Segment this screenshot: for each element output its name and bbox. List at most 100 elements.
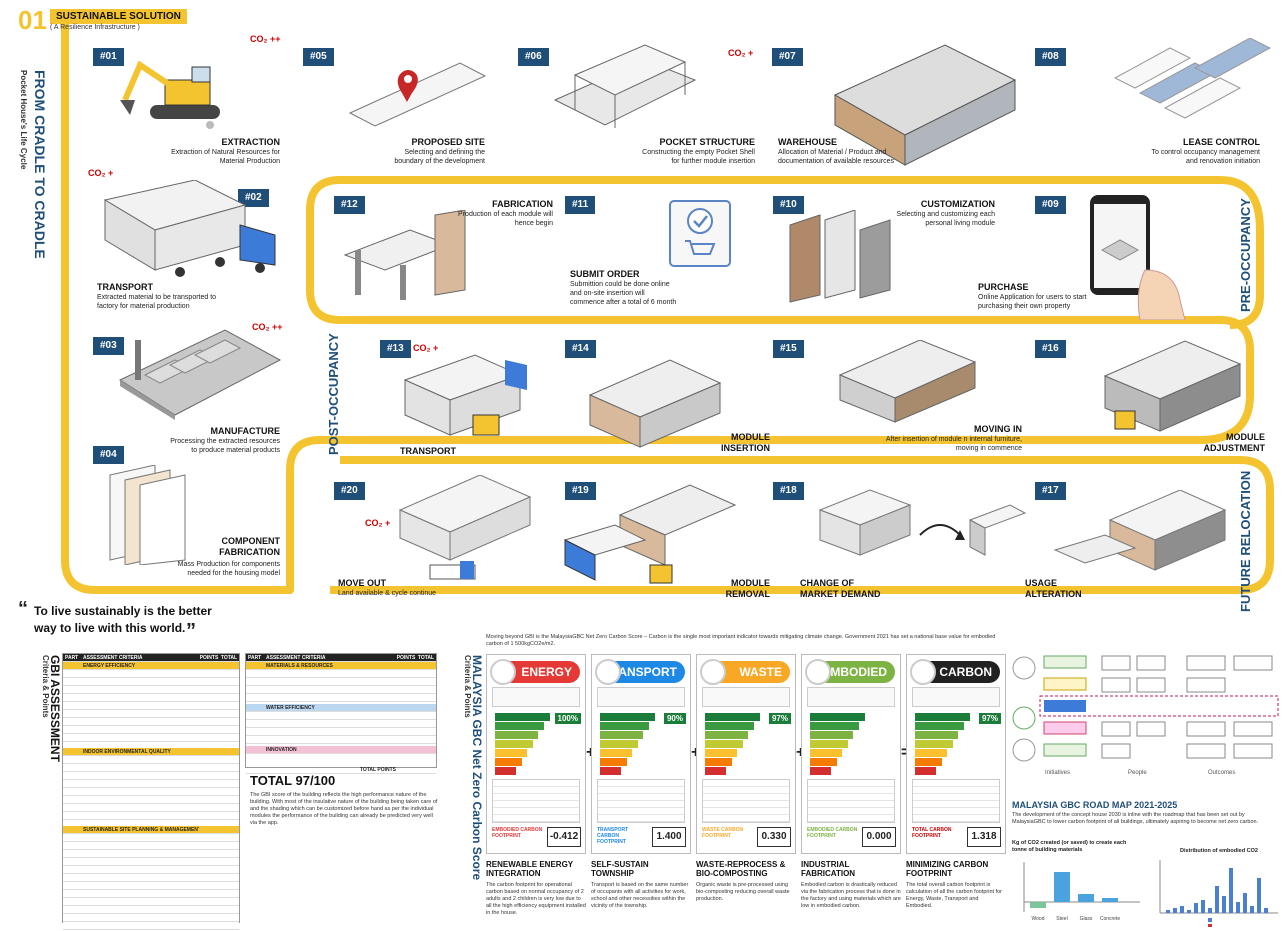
card-desc: The total overall carbon footprint is ca… <box>906 882 1003 909</box>
quote-close: ” <box>186 620 196 642</box>
operator-sign: + <box>586 744 595 762</box>
step-title-10: CUSTOMIZATION <box>920 199 995 209</box>
col-points: POINTS <box>199 654 219 661</box>
step-title-01: EXTRACTION <box>221 137 281 147</box>
panels-illustration <box>109 465 186 565</box>
score-pill-label: WASTE <box>739 665 782 679</box>
step-desc-04: Mass Production for components needed fo… <box>177 561 280 577</box>
chart1-label-concrete: Concrete <box>1100 916 1121 922</box>
quote-open: “ <box>18 598 28 620</box>
rating-bar <box>600 767 621 775</box>
step-number-06: #06 <box>518 48 549 66</box>
gbi-group-ieq: INDOOR ENVIRONMENTAL QUALITY <box>63 748 239 756</box>
step-desc-15: After insertion of module n internal fur… <box>885 436 1022 452</box>
score-card-address <box>492 687 580 707</box>
header-number: 01 <box>18 5 47 35</box>
step-number-18: #18 <box>773 482 804 500</box>
gbi-group-water: WATER EFFICIENCY <box>246 704 436 712</box>
rating-bar <box>495 722 544 730</box>
operator-sign: + <box>796 744 805 762</box>
gbi-group-energy: ENERGY EFFICIENCY <box>63 662 239 670</box>
rating-bar <box>495 713 550 721</box>
card-title: INDUSTRIAL FABRICATION <box>801 860 856 878</box>
header-title: SUSTAINABLE SOLUTION <box>50 9 187 24</box>
col2-part: PART <box>248 654 262 661</box>
score-pill: ENERGY <box>490 659 580 685</box>
score-pill: WASTE <box>700 659 790 685</box>
step-title-03: MANUFACTURE <box>210 426 281 436</box>
card-desc: Embodied carbon is drastically reduced v… <box>801 882 901 909</box>
step-title-05: PROPOSED SITE <box>411 137 485 147</box>
col2-assessment: ASSESSMENT CRITERIA <box>266 654 326 661</box>
factory-illustration <box>118 329 282 420</box>
score-pill-label: CARBON <box>939 665 992 679</box>
rating-bar <box>810 740 848 748</box>
chart1-title: Kg of CO2 created (or saved) to create e… <box>1012 840 1127 853</box>
operator-sign: = <box>901 744 910 762</box>
gbc-logo-icon <box>805 659 831 685</box>
rating-bar <box>705 758 732 766</box>
rating-bar <box>600 731 644 739</box>
step-desc-03: Processing the extracted resources to pr… <box>170 438 280 454</box>
step-number-19: #19 <box>565 482 596 500</box>
step-number-08: #08 <box>1035 48 1066 66</box>
module-transport-illustration <box>403 354 527 436</box>
col2-total: TOTAL <box>417 654 435 661</box>
rating-bar <box>705 767 726 775</box>
col2-points: POINTS <box>396 654 416 661</box>
gbi-table-1: PART ASSESSMENT CRITERIA POINTS TOTAL EN… <box>62 653 240 930</box>
card-title: MINIMIZING CARBON FOOTPRINT <box>906 860 989 878</box>
step-title-15: MOVING IN <box>973 424 1022 434</box>
roadmap-legend-people: People <box>1128 770 1147 776</box>
excavator-illustration <box>120 60 220 129</box>
co2-indicator-01: CO₂ ++ <box>250 34 281 44</box>
gbi-group-site-label: SUSTAINABLE SITE PLANNING & MANAGEMENT <box>83 826 199 833</box>
rating-bar <box>600 740 638 748</box>
step-number-16: #16 <box>1035 340 1066 358</box>
module-adjustment-illustration <box>1103 340 1242 432</box>
gbi-materials-rows <box>246 670 436 704</box>
rating-bar <box>705 713 760 721</box>
co2-indicator-03: CO₂ ++ <box>252 322 283 332</box>
rating-bar <box>810 713 865 721</box>
market-demand-illustration <box>818 489 1027 556</box>
score-pill: EMBODIED <box>805 659 895 685</box>
step-title-06: POCKET STRUCTURE <box>659 137 755 147</box>
gbi-table-2: PART ASSESSMENT CRITERIA POINTS TOTAL MA… <box>245 653 437 774</box>
step-desc-07: Allocation of Material / Product and doc… <box>778 149 894 165</box>
step-desc-09: Online Application for users to start pu… <box>978 294 1087 310</box>
score-percentage: 97% <box>768 713 791 724</box>
gbi-group-materials: MATERIALS & RESOURCES <box>246 662 436 670</box>
roadmap-diagram <box>1012 655 1279 762</box>
gbi-group-site: SUSTAINABLE SITE PLANNING & MANAGEMENT <box>63 826 239 834</box>
gbc-logo-icon <box>910 659 936 685</box>
rating-bar <box>915 767 936 775</box>
gbi-total-label: TOTAL POINTS <box>359 766 396 773</box>
module-removal-illustration <box>563 484 737 584</box>
step-title-04: COMPONENT FABRICATION <box>219 536 280 557</box>
step-number-11: #11 <box>565 196 596 214</box>
rating-bar <box>915 758 942 766</box>
footprint-value: 0.000 <box>862 827 896 847</box>
step-title-02: TRANSPORT <box>97 282 153 292</box>
co2-indicator-20: CO₂ + <box>365 518 391 528</box>
usage-alteration-illustration <box>1053 490 1227 571</box>
gbi-group-innovation-label: INNOVATION <box>266 746 297 753</box>
rating-bar <box>705 731 749 739</box>
gbi-ieq-rows <box>63 756 239 826</box>
malaysia-intro: Moving beyond GBI is the MalaysiaGBC Net… <box>486 634 996 647</box>
step-desc-06: Constructing the empty Pocket Shell for … <box>642 149 755 165</box>
step-number-20: #20 <box>334 482 365 500</box>
step-desc-12: Production of each module will hence beg… <box>458 211 553 227</box>
step-title-13: TRANSPORT <box>400 446 456 456</box>
step-number-05: #05 <box>303 48 334 66</box>
step-number-13: #13 <box>380 340 411 358</box>
footprint-label: TOTAL CARBON FOOTPRINT <box>912 827 952 839</box>
score-pill-label: EMBODIED <box>822 665 887 679</box>
footprint-label: EMBODIED CARBON FOOTPRINT <box>807 827 858 839</box>
operator-sign: + <box>691 744 700 762</box>
co2-indicator-06: CO₂ + <box>728 48 754 58</box>
gbi-group-energy-label: ENERGY EFFICIENCY <box>83 662 136 669</box>
lease-plots-illustration <box>1113 38 1272 119</box>
